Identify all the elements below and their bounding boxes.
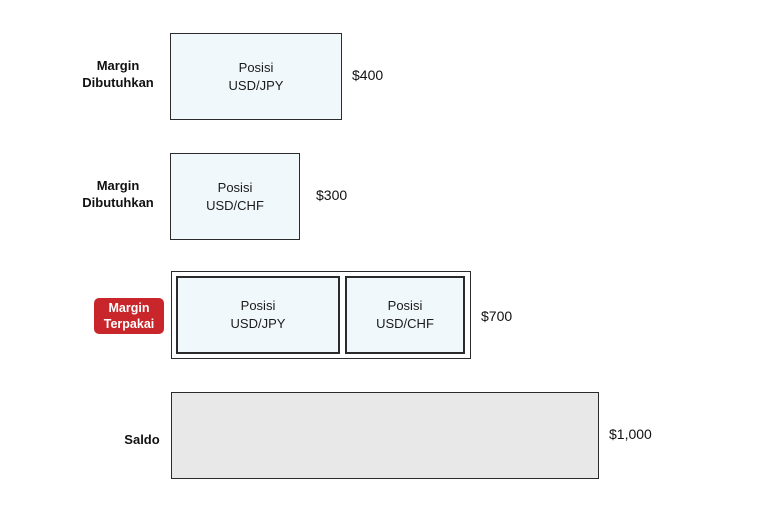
used-position-usdjpy-line2: USD/JPY bbox=[230, 316, 286, 331]
used-position-usdchf-line2: USD/CHF bbox=[376, 316, 434, 331]
row2-label: Margin Dibutuhkan bbox=[48, 177, 188, 211]
used-position-usdjpy-line1: Posisi bbox=[240, 298, 276, 313]
position-box-usdjpy: Posisi USD/JPY bbox=[170, 33, 342, 120]
used-margin-amount: $700 bbox=[481, 308, 513, 324]
used-margin-badge-line1: Margin bbox=[108, 301, 150, 315]
balance-box bbox=[171, 392, 599, 479]
row1-label-line2: Dibutuhkan bbox=[82, 75, 154, 90]
balance-amount: $1,000 bbox=[609, 426, 652, 442]
used-position-usdchf-line1: Posisi bbox=[387, 298, 423, 313]
balance-label: Saldo bbox=[124, 432, 160, 447]
row1-label: Margin Dibutuhkan bbox=[48, 57, 188, 91]
row1-label-line1: Margin bbox=[96, 58, 140, 73]
position-box-usdchf: Posisi USD/CHF bbox=[170, 153, 300, 240]
used-position-usdchf: Posisi USD/CHF bbox=[345, 276, 465, 354]
row2-label-line1: Margin bbox=[96, 178, 140, 193]
used-margin-group: Posisi USD/JPY Posisi USD/CHF bbox=[171, 271, 471, 359]
position-box-usdjpy-line2: USD/JPY bbox=[228, 77, 284, 93]
row2-amount: $300 bbox=[316, 187, 348, 203]
position-box-usdjpy-line1: Posisi bbox=[238, 59, 274, 75]
used-margin-badge: Margin Terpakai bbox=[94, 298, 164, 334]
position-box-usdchf-line2: USD/CHF bbox=[206, 197, 264, 213]
used-position-usdjpy: Posisi USD/JPY bbox=[176, 276, 340, 354]
position-box-usdchf-line1: Posisi bbox=[217, 179, 253, 195]
row2-label-line2: Dibutuhkan bbox=[82, 195, 154, 210]
used-margin-badge-line2: Terpakai bbox=[103, 317, 155, 331]
row1-amount: $400 bbox=[352, 67, 384, 83]
